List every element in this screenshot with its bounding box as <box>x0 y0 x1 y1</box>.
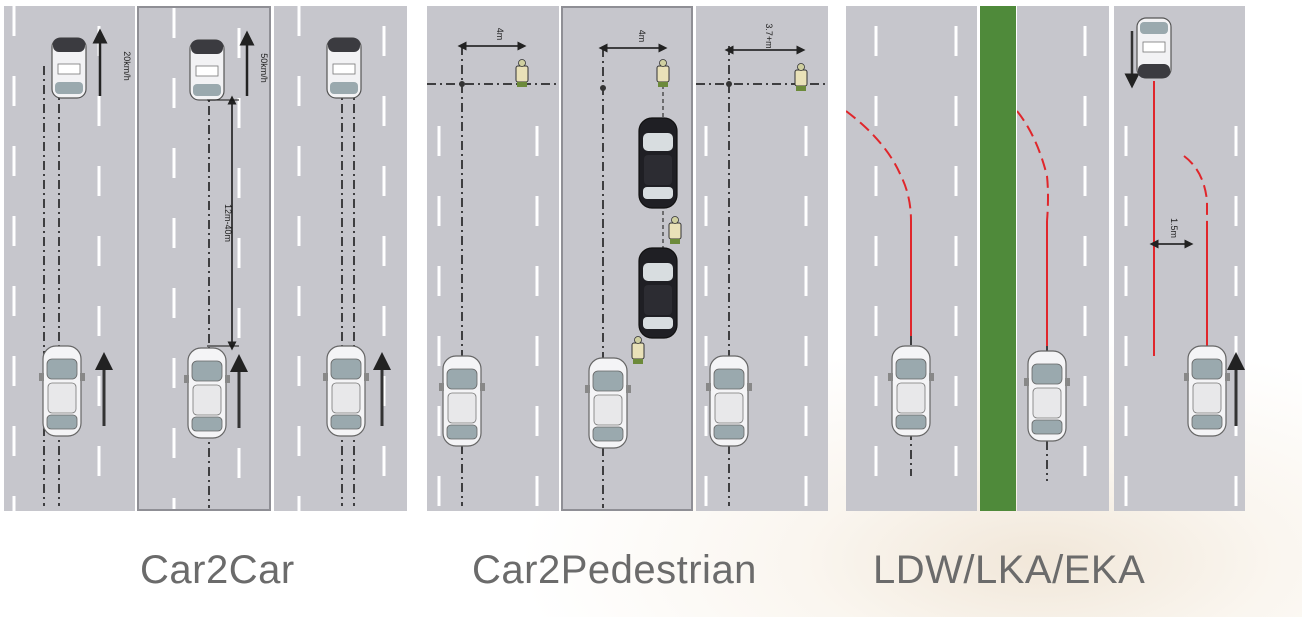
lka-road-panel <box>1017 6 1109 511</box>
c2p-road-panel-3: 3.7+m <box>696 6 828 511</box>
green-median <box>980 6 1016 511</box>
c2c-road-panel-2: 50km/h 12m-40m <box>137 6 271 511</box>
ego-car-icon <box>705 355 753 447</box>
obstruction-car-icon <box>638 117 678 209</box>
ego-car-icon <box>887 345 935 437</box>
c2p-offset-label-3: 3.7+m <box>764 23 774 48</box>
ego-car-icon <box>322 345 370 437</box>
car2pedestrian-caption: Car2Pedestrian <box>472 548 757 592</box>
ego-car-icon <box>183 347 231 439</box>
pedestrian-target-icon <box>631 336 645 365</box>
c2c-speed-label-2: 50km/h <box>259 53 269 83</box>
c2p-road-panel-1: 4m <box>427 6 559 511</box>
ldw-lka-eka-caption: LDW/LKA/EKA <box>873 548 1146 592</box>
eka-gap-label: 1.5m <box>1169 218 1179 238</box>
c2p-offset-label-1: 4m <box>495 28 505 41</box>
pedestrian-target-icon <box>656 59 670 88</box>
ego-car-icon <box>1023 350 1071 442</box>
c2p-road-panel-2: 4m <box>561 6 693 511</box>
ego-car-icon <box>438 355 486 447</box>
ego-car-icon <box>38 345 86 437</box>
c2c-road-panel-3 <box>274 6 407 511</box>
pedestrian-target-icon <box>794 63 808 92</box>
eka-road-panel: 1.5m <box>1114 6 1245 511</box>
lead-car-icon <box>326 37 362 99</box>
car2car-caption: Car2Car <box>140 548 295 592</box>
pedestrian-target-icon <box>515 59 529 88</box>
ego-car-icon <box>584 357 632 449</box>
lead-car-icon <box>51 37 87 99</box>
ego-car-icon <box>1183 345 1231 437</box>
c2p-offset-label-2: 4m <box>637 30 647 43</box>
ldw-road-panel <box>846 6 977 511</box>
oncoming-car-icon <box>1136 17 1172 79</box>
c2c-speed-label-1: 20km/h <box>122 51 132 81</box>
lead-car-icon <box>189 39 225 101</box>
c2c-gap-label: 12m-40m <box>223 204 233 242</box>
c2c-road-panel-1: 20km/h <box>4 6 135 511</box>
obstruction-car-icon <box>638 247 678 339</box>
pedestrian-target-icon <box>668 216 682 245</box>
